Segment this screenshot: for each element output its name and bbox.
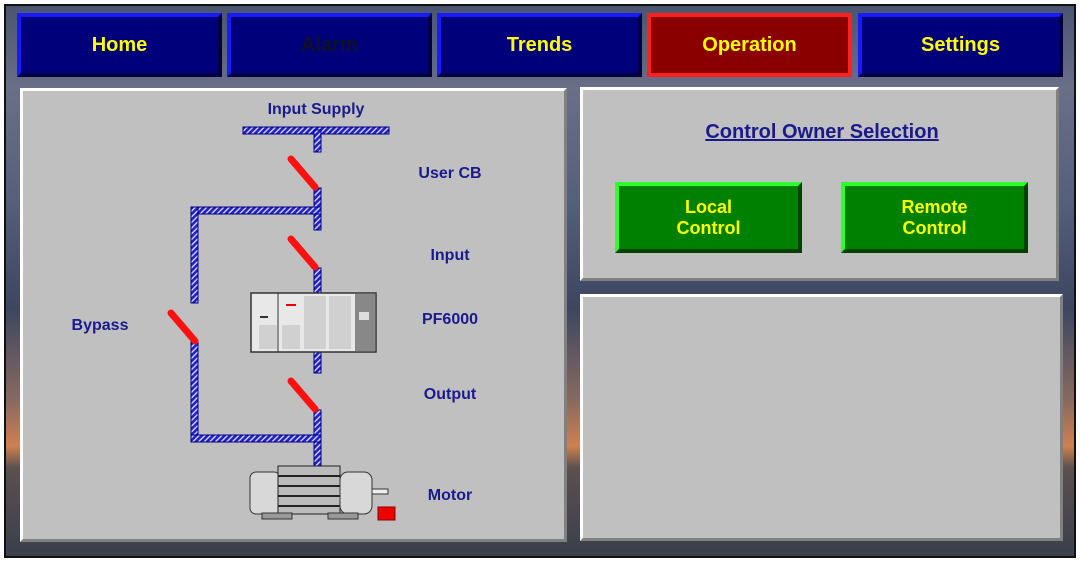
bus-lines	[190, 126, 390, 467]
input-label: Input	[430, 247, 470, 264]
local-control-button[interactable]: Local Control	[615, 182, 802, 253]
pf6000-drive-icon	[250, 292, 377, 353]
nav-operation-button[interactable]: Operation	[647, 13, 852, 77]
motor-icon	[249, 465, 389, 520]
empty-info-panel	[580, 294, 1063, 541]
nav-settings-button[interactable]: Settings	[858, 13, 1063, 77]
nav-home-button[interactable]: Home	[17, 13, 222, 77]
bypass-label: Bypass	[71, 317, 129, 334]
nav-trends-button[interactable]: Trends	[437, 13, 642, 77]
remote-control-button[interactable]: Remote Control	[841, 182, 1028, 253]
output-switch[interactable]	[287, 377, 319, 413]
motor-label: Motor	[427, 487, 473, 504]
input-switch[interactable]	[287, 235, 319, 271]
input-supply-label: Input Supply	[267, 101, 365, 118]
output-label: Output	[423, 386, 477, 403]
motor-status-indicator	[377, 506, 396, 521]
bypass-switch[interactable]	[167, 309, 199, 345]
user-cb-switch[interactable]	[287, 155, 319, 191]
control-owner-title: Control Owner Selection	[705, 121, 939, 143]
nav-alarm-button[interactable]: Alarm	[227, 13, 432, 77]
pf6000-label: PF6000	[421, 311, 479, 328]
user-cb-label: User CB	[418, 165, 482, 182]
